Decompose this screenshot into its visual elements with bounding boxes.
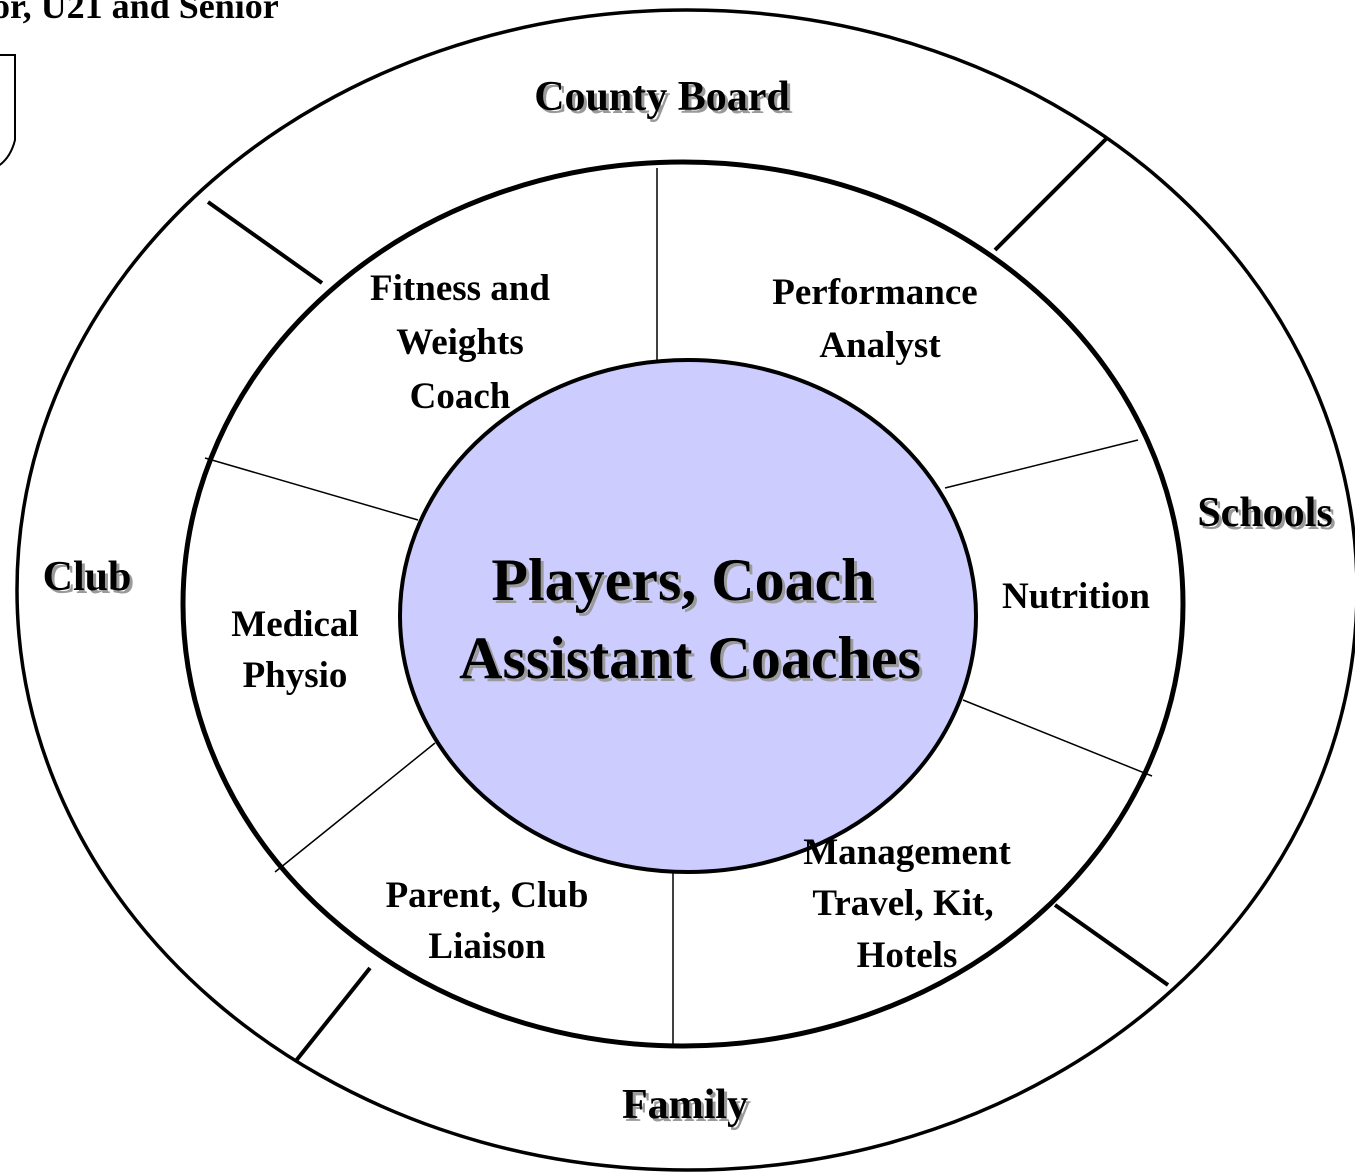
label-fitness: Fitness and Weights Coach — [370, 268, 550, 417]
svg-text:Family: Family — [625, 1085, 751, 1131]
svg-text:Fitness and: Fitness and — [370, 268, 550, 309]
label-club: Club Club — [43, 554, 135, 603]
svg-text:County Board: County Board — [534, 74, 790, 120]
mid-divider-medical-fitness — [204, 457, 419, 521]
svg-text:Schools: Schools — [1200, 493, 1335, 539]
mid-divider-nutrition-management — [962, 699, 1153, 777]
svg-text:Analyst: Analyst — [819, 325, 941, 366]
svg-text:County Board: County Board — [537, 77, 793, 123]
svg-text:Parent, Club: Parent, Club — [386, 875, 589, 916]
outer-divider-club-county — [206, 200, 324, 285]
outer-divider-family-club — [293, 966, 372, 1064]
svg-text:Players, Coach: Players, Coach — [491, 547, 874, 613]
svg-text:Performance: Performance — [772, 272, 977, 313]
mid-divider-performance-nutrition — [944, 439, 1139, 489]
svg-text:Club: Club — [46, 557, 135, 603]
outer-divider-county-schools — [993, 136, 1109, 252]
svg-text:Club: Club — [43, 554, 132, 600]
label-management: Management Travel, Kit, Hotels — [803, 832, 1011, 976]
svg-text:Weights: Weights — [396, 322, 523, 363]
svg-text:Assistant Coaches: Assistant Coaches — [459, 625, 921, 691]
label-family: Family Family — [622, 1082, 751, 1131]
outer-divider-schools-family — [1053, 903, 1170, 987]
label-parent: Parent, Club Liaison — [386, 875, 589, 967]
svg-text:Liaison: Liaison — [428, 926, 546, 967]
clipped-box — [0, 54, 16, 166]
label-performance: Performance Analyst — [772, 272, 977, 366]
svg-text:Travel, Kit,: Travel, Kit, — [812, 883, 993, 924]
svg-text:Physio: Physio — [243, 655, 348, 696]
mid-divider-parent-medical — [274, 742, 436, 873]
svg-text:Hotels: Hotels — [857, 935, 958, 976]
center-circle — [398, 358, 978, 874]
label-medical: Medical Physio — [231, 604, 358, 696]
svg-text:Assistant Coaches: Assistant Coaches — [462, 628, 924, 694]
label-nutrition: Nutrition — [1002, 576, 1150, 617]
svg-text:Medical: Medical — [231, 604, 358, 645]
label-center: Players, Coach Players, Coach Assistant … — [459, 547, 924, 694]
svg-text:Schools: Schools — [1197, 490, 1332, 536]
partial-heading: or, U21 and Senior — [0, 0, 279, 26]
svg-text:Family: Family — [622, 1082, 748, 1128]
svg-text:Coach: Coach — [410, 376, 511, 417]
svg-text:Players, Coach: Players, Coach — [494, 550, 877, 616]
svg-text:Nutrition: Nutrition — [1002, 576, 1150, 617]
label-county-board: County Board County Board — [534, 74, 793, 123]
svg-text:Management: Management — [803, 832, 1011, 873]
label-schools: Schools Schools — [1197, 490, 1335, 539]
